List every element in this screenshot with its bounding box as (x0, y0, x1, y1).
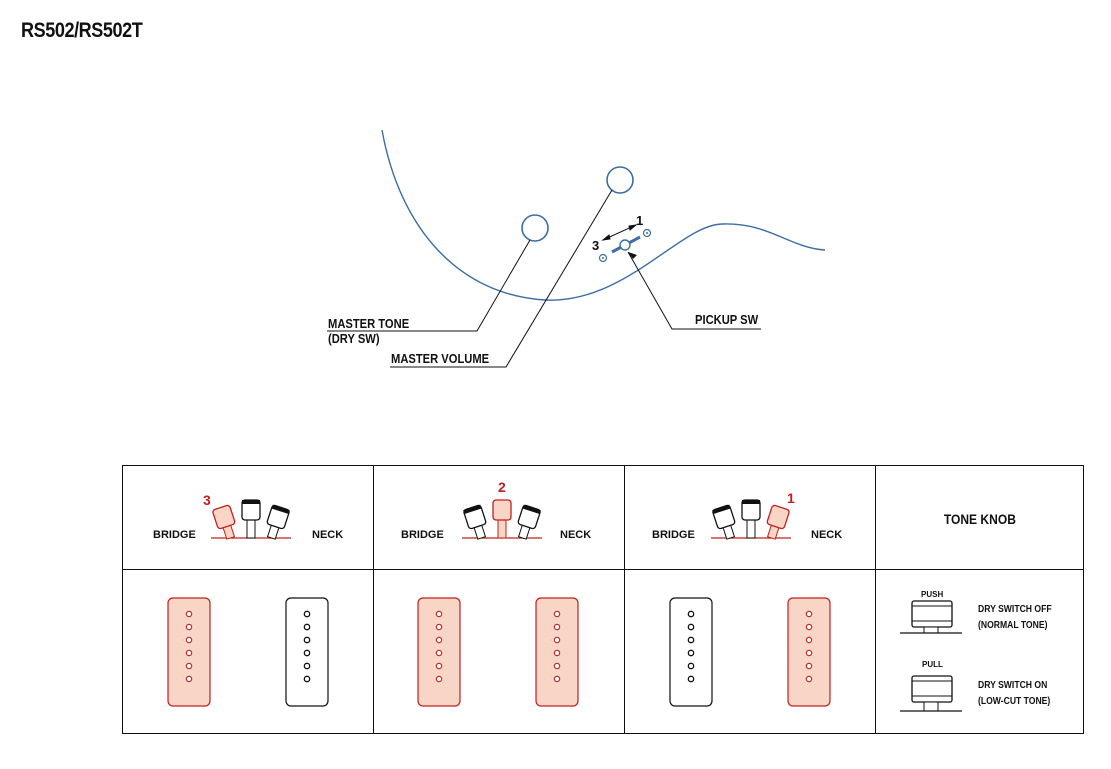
master-volume-leader (390, 189, 613, 368)
master-volume-label: MASTER VOLUME (391, 351, 490, 366)
tone-knob-states: PUSH PULL DRY SWITCH OFF(NORMAL TONE) DR… (876, 570, 1083, 733)
pickups-position-2 (374, 570, 625, 733)
guitar-body-diagram (327, 129, 826, 368)
pickups-position-3 (123, 570, 374, 733)
pickup-switch-table: 3 BRIDGE NECK 2 BRIDGE NECK 1 BRIDGE NEC… (122, 465, 1084, 734)
master-tone-label: MASTER TONE(DRY SW) (328, 316, 410, 346)
bridge-pickup-inactive (669, 597, 713, 707)
bridge-label: BRIDGE (652, 529, 695, 541)
switch-lever-position-2 (462, 499, 542, 540)
bridge-label: BRIDGE (401, 529, 444, 541)
push-label: PUSH (921, 590, 944, 599)
master-tone-leader (327, 239, 531, 332)
neck-label: NECK (312, 529, 344, 541)
neck-label: NECK (560, 529, 592, 541)
pull-label: PULL (922, 660, 943, 669)
model-title: RS502/RS502T (21, 19, 143, 42)
position-2-header: 2 BRIDGE NECK (374, 466, 625, 570)
position-3-header: 3 BRIDGE NECK (123, 466, 374, 570)
switch-position-3-label: 3 (592, 238, 600, 253)
dry-switch-off-text: DRY SWITCH OFF(NORMAL TONE) (978, 604, 1052, 631)
pickup-sw-leader (627, 251, 761, 330)
neck-pickup-active (787, 597, 831, 707)
master-tone-knob (521, 214, 549, 242)
pickups-position-1 (625, 570, 876, 733)
bridge-label: BRIDGE (153, 529, 196, 541)
pickup-switch (598, 228, 652, 263)
tone-knob-title: TONE KNOB (943, 511, 1016, 527)
tone-knob-header: TONE KNOB (876, 466, 1083, 570)
body-outline (381, 129, 826, 301)
master-volume-knob (606, 166, 634, 194)
switch-lever-position-1 (711, 499, 791, 540)
bridge-pickup-active (167, 597, 211, 707)
pickup-sw-label: PICKUP SW (695, 312, 759, 327)
neck-label: NECK (811, 529, 843, 541)
position-number: 1 (787, 490, 795, 506)
position-number: 3 (203, 492, 211, 508)
neck-pickup-inactive (285, 597, 329, 707)
bridge-pickup-active (417, 597, 461, 707)
neck-pickup-active (535, 597, 579, 707)
knob-pulled-icon (900, 675, 962, 712)
dry-switch-on-text: DRY SWITCH ON(LOW-CUT TONE) (978, 680, 1051, 707)
switch-position-1-label: 1 (636, 213, 644, 228)
switch-direction-arrow (601, 224, 638, 241)
position-number: 2 (498, 479, 506, 495)
knob-pushed-icon (900, 600, 962, 634)
switch-lever-position-3 (211, 499, 291, 540)
position-1-header: 1 BRIDGE NECK (625, 466, 876, 570)
